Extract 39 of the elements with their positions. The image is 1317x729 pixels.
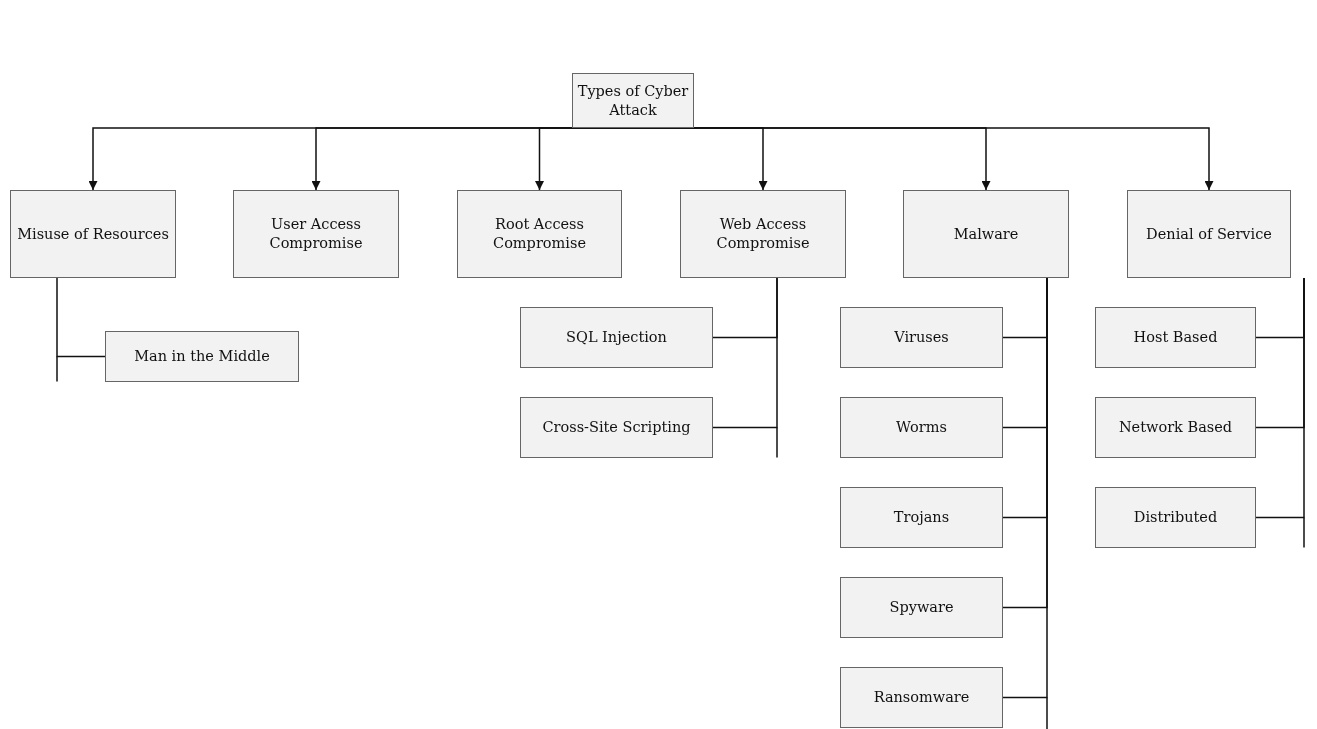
node-label: Misuse of Resources [16, 224, 170, 244]
node-label: Denial of Service [1145, 224, 1273, 244]
category-box [1095, 397, 1256, 458]
category-box [840, 307, 1003, 368]
node-label: Ransomware [872, 688, 971, 707]
connector-line [712, 277, 778, 429]
category-box [840, 487, 1003, 548]
category-box [680, 190, 846, 278]
category-box [840, 667, 1003, 728]
node-label: SQL Injection [565, 328, 668, 347]
category-box [105, 331, 299, 382]
node-label: Host Based [1132, 328, 1219, 347]
node-label: Cross-Site Scripting [541, 418, 692, 437]
category-box [903, 190, 1069, 278]
category-box [10, 190, 176, 278]
node-label: Distributed [1132, 508, 1219, 527]
category-box [520, 397, 713, 458]
node-label: Trojans [892, 508, 951, 527]
node-label: User Access Compromise [268, 215, 364, 253]
category-box [520, 307, 713, 368]
node-label: Malware [952, 224, 1020, 244]
category-box [840, 397, 1003, 458]
category-box [1127, 190, 1291, 278]
node-label: Root Access Compromise [492, 215, 587, 253]
node-label: Man in the Middle [133, 347, 271, 366]
category-box [1095, 307, 1256, 368]
node-label: Viruses [893, 328, 950, 347]
category-box [1095, 487, 1256, 548]
connector-line [56, 277, 106, 358]
node-label: Network Based [1117, 418, 1234, 437]
node-label: Worms [895, 418, 948, 437]
root-box [572, 73, 694, 128]
connector-line [1255, 277, 1305, 519]
node-label: Web Access Compromise [715, 215, 811, 253]
category-box [457, 190, 622, 278]
category-box [233, 190, 399, 278]
category-box [840, 577, 1003, 638]
node-label: Types of Cyber Attack [576, 81, 690, 120]
node-label: Spyware [888, 598, 955, 617]
